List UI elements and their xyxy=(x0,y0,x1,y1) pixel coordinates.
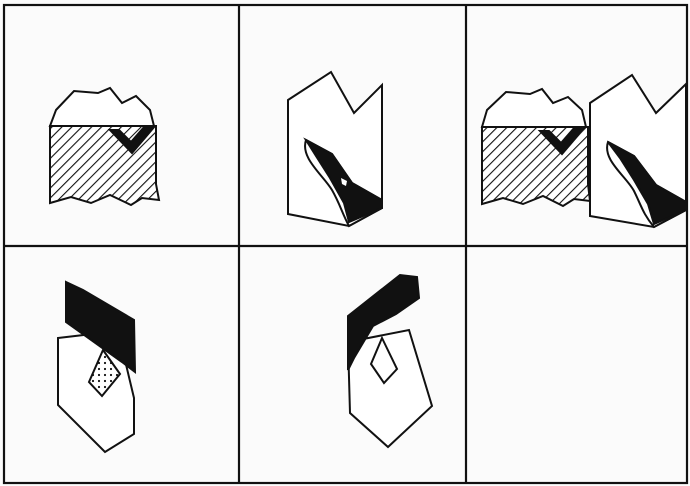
empty-answer-cell xyxy=(468,248,685,481)
cell-1-3-figure xyxy=(482,75,686,227)
cell-1-1-figure xyxy=(50,88,159,205)
cell-2-1-figure xyxy=(58,282,135,452)
cloud-shape xyxy=(50,88,154,126)
cell-1-2-figure xyxy=(288,72,382,226)
cloud-shape-combined xyxy=(482,89,586,127)
cell-2-2-figure xyxy=(348,275,432,447)
